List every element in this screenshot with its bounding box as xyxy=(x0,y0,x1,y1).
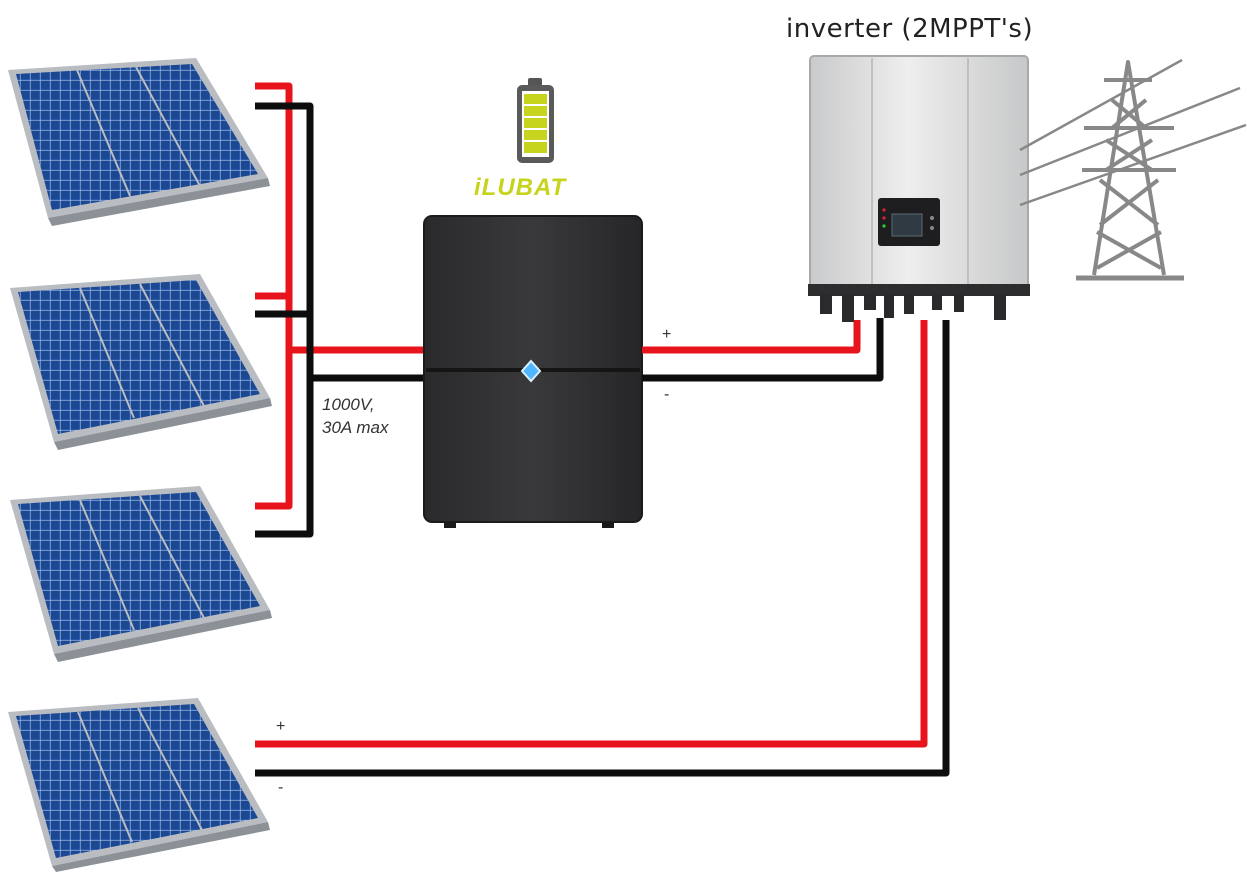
inverter-device xyxy=(808,55,1030,322)
direct-string-wires xyxy=(255,320,950,777)
solar-panel-2 xyxy=(10,274,272,450)
battery-cabinet xyxy=(423,215,643,528)
battery-brand-label: iLUBAT xyxy=(474,174,567,201)
solar-panel-1 xyxy=(8,58,270,226)
battery-negative-sign: - xyxy=(664,386,670,403)
solar-panel-3 xyxy=(10,486,272,662)
solar-panel-4 xyxy=(8,698,270,872)
battery-positive-sign: + xyxy=(662,326,672,343)
cable-voltage-label: 1000V, xyxy=(322,395,375,414)
cable-current-label: 30A max xyxy=(322,418,389,437)
inverter-title: inverter (2MPPT's) xyxy=(786,14,1034,44)
transmission-tower-icon xyxy=(1019,58,1247,281)
battery-inverter-wires xyxy=(642,318,884,382)
string-negative-wire xyxy=(255,102,428,538)
direct-positive-sign: + xyxy=(276,718,286,735)
battery-charge-icon xyxy=(517,78,554,163)
direct-negative-sign: - xyxy=(278,779,284,796)
string-positive-wire xyxy=(255,82,428,510)
